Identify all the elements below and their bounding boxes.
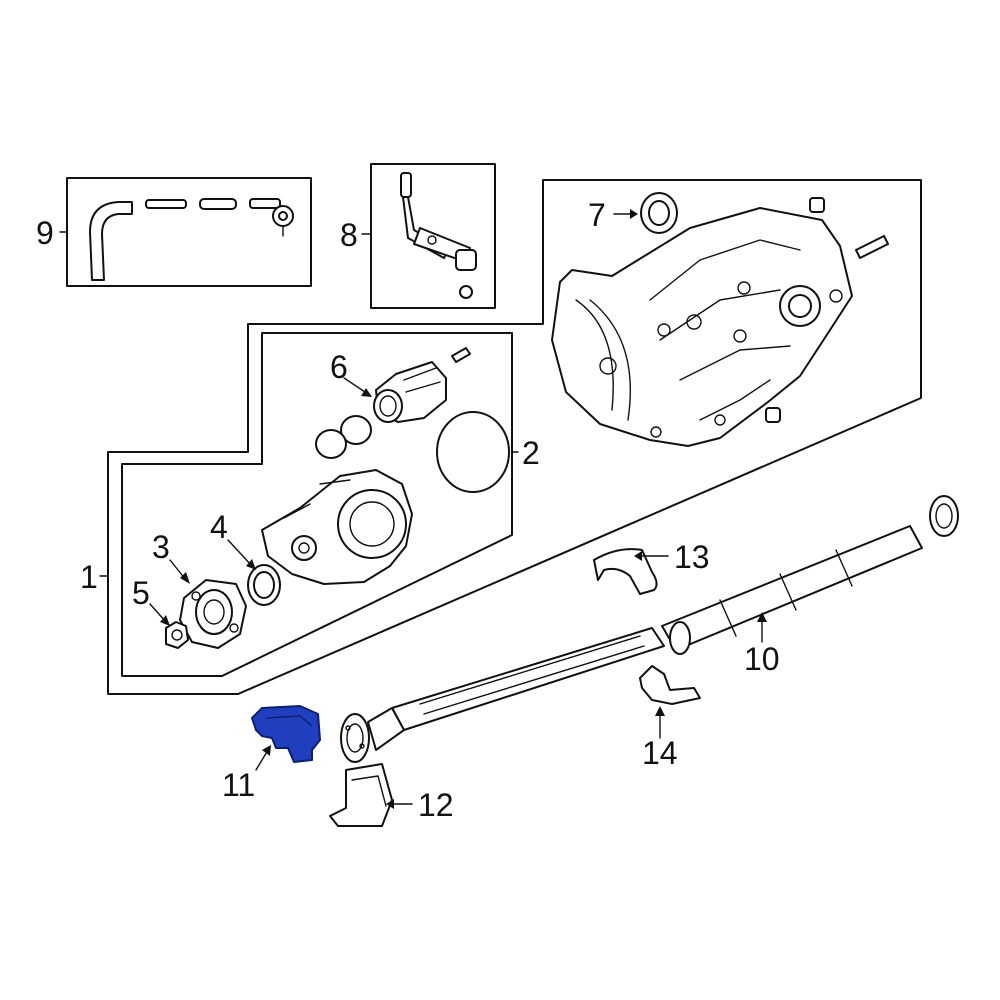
callout-10: 10 [744, 641, 780, 677]
part-5-nut[interactable] [165, 621, 189, 649]
clutch-pump-assembly [261, 469, 413, 585]
callout-11: 11 [222, 767, 255, 803]
part-4-ring[interactable] [247, 564, 281, 606]
group-outline-2 [121, 332, 513, 677]
part-7-seal[interactable] [640, 192, 678, 234]
part-12-bracket[interactable] [329, 763, 393, 827]
callout-4: 4 [210, 509, 228, 545]
part-14-clamp[interactable] [639, 665, 701, 705]
part-6-actuator[interactable] [373, 347, 471, 423]
part-11-heat-shield[interactable] [251, 705, 321, 763]
group-outline-main [107, 179, 922, 695]
callout-12: 12 [418, 787, 454, 823]
group-box-8 [370, 163, 496, 309]
callout-8: 8 [340, 217, 358, 253]
callout-13: 13 [674, 539, 710, 575]
differential-housing [551, 197, 889, 447]
part-8-breather-tube[interactable] [400, 172, 477, 299]
callout-14: 14 [642, 735, 678, 771]
callout-2: 2 [522, 435, 540, 471]
o-rings [315, 411, 510, 493]
part-13-bracket[interactable] [593, 548, 658, 595]
callout-3: 3 [152, 529, 170, 565]
part-3-flange[interactable] [179, 579, 247, 649]
callout-7: 7 [588, 197, 606, 233]
callout-1: 1 [80, 559, 98, 595]
part-10-drive-shaft[interactable] [340, 495, 959, 763]
leader-lines [59, 209, 767, 809]
callout-5: 5 [132, 575, 150, 611]
callout-6: 6 [330, 349, 348, 385]
part-9-hose-set[interactable] [89, 198, 294, 281]
callout-9: 9 [36, 215, 54, 251]
